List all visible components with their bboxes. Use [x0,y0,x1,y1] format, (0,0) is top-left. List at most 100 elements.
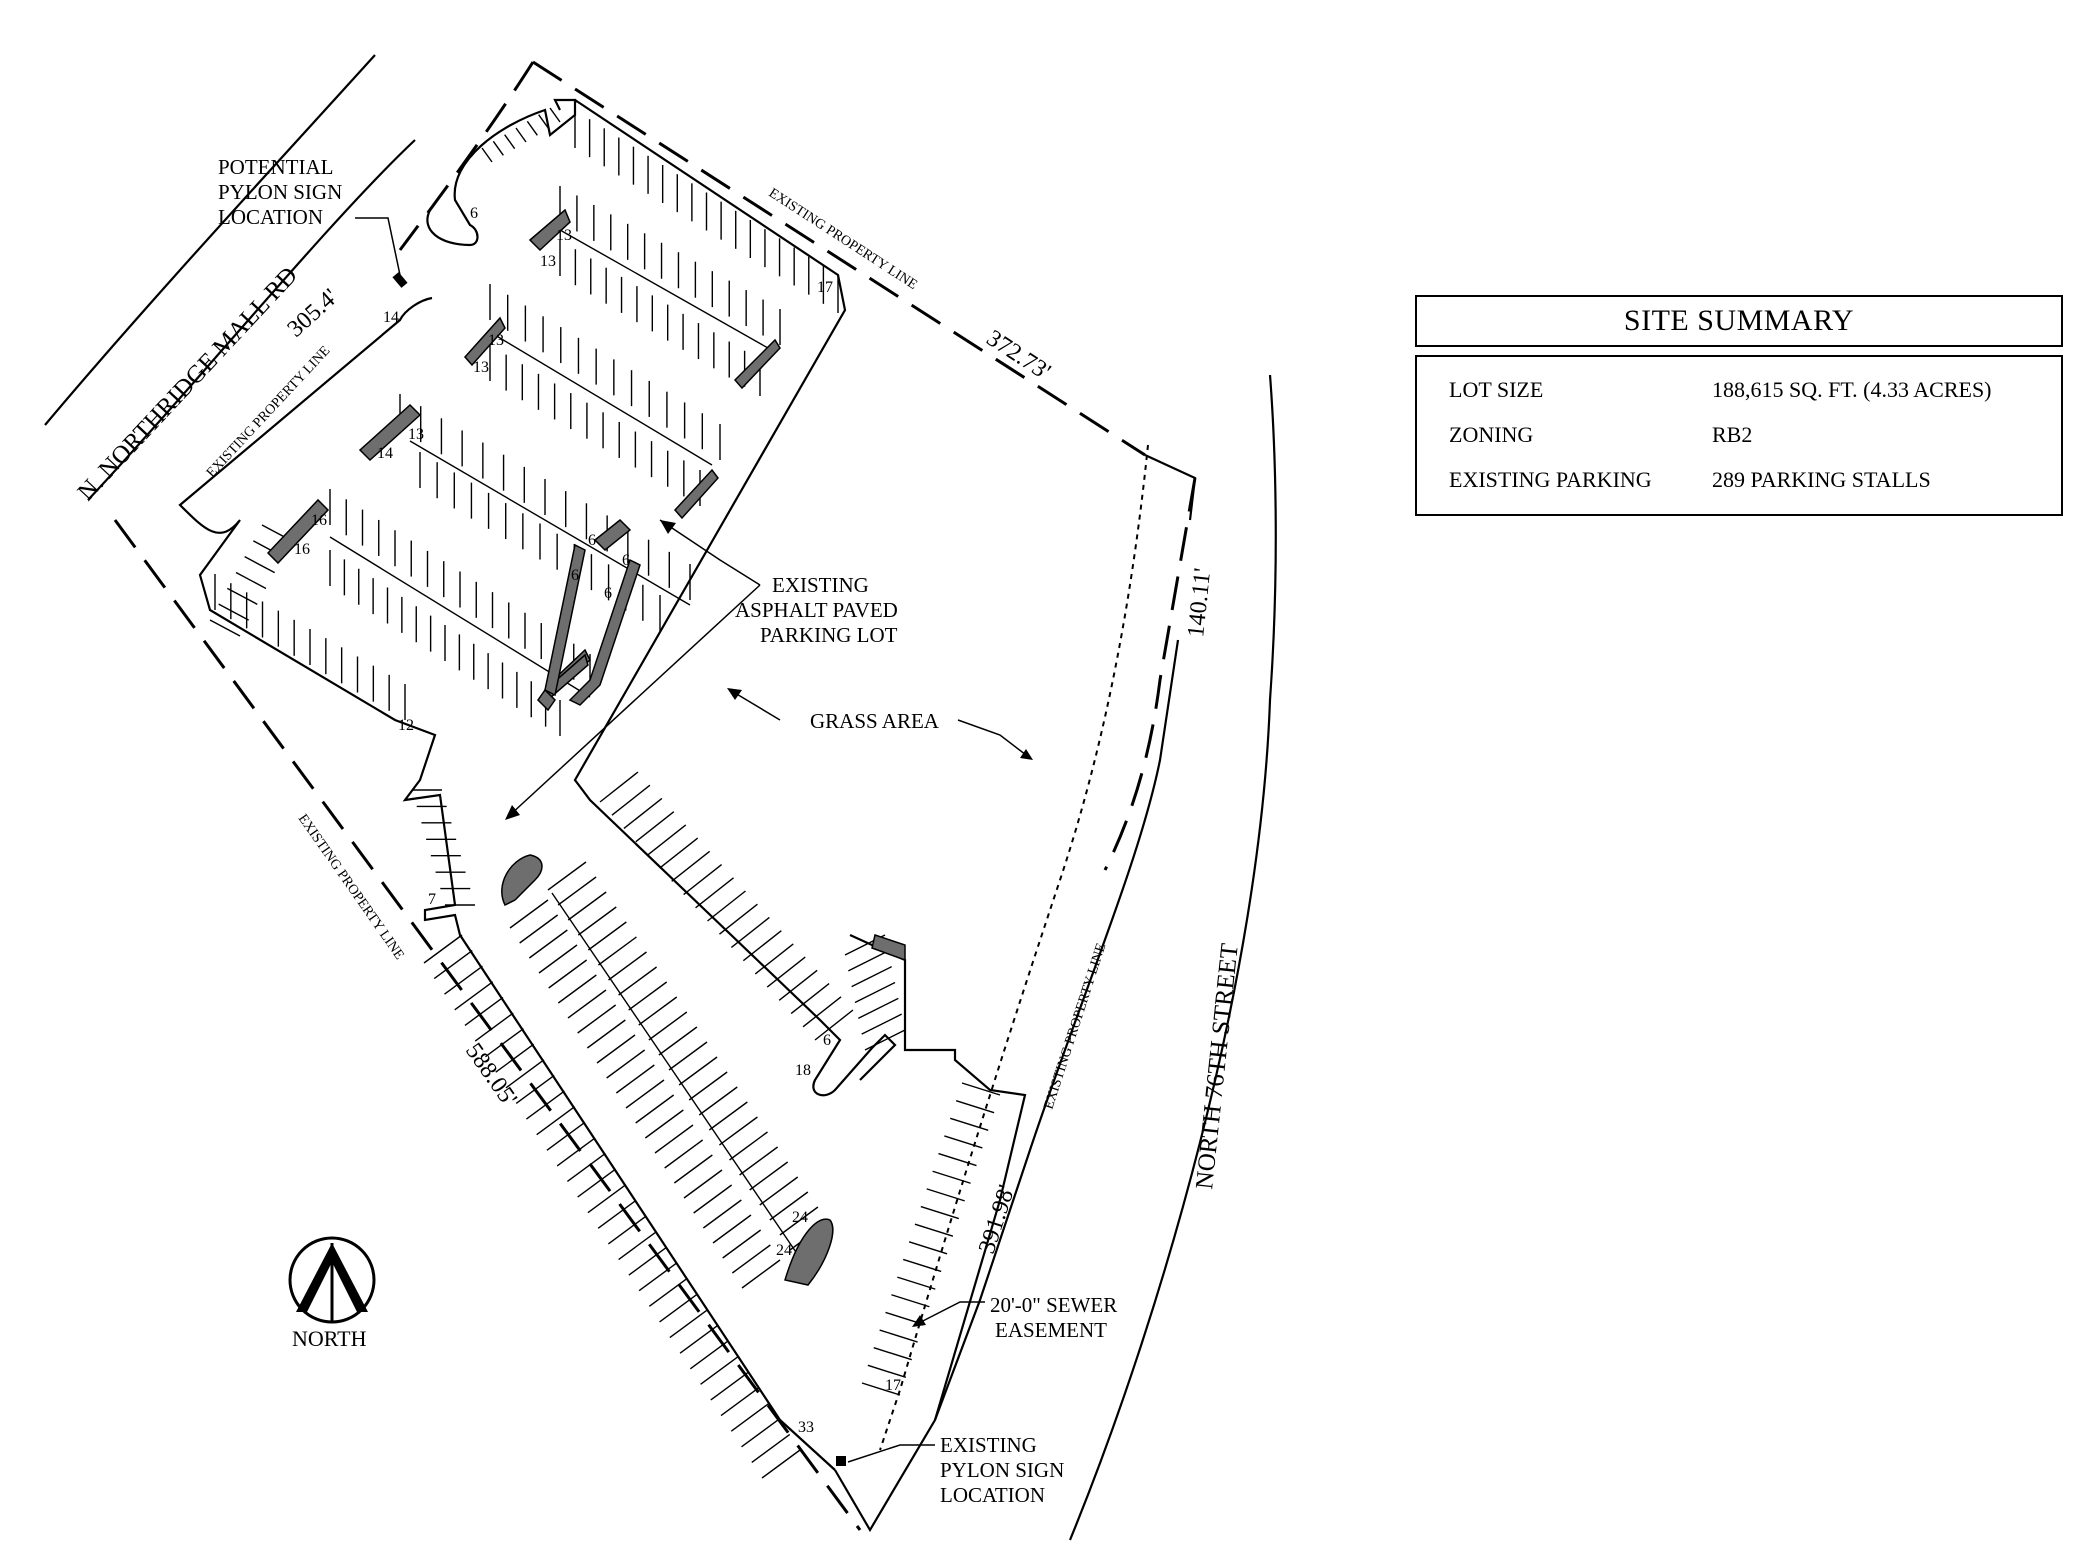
parking-stall-line [873,1347,912,1361]
parking-stall-line [664,1139,704,1169]
dimension-391: 391.98' [974,1182,1020,1257]
parking-stall-line [227,587,258,605]
parking-row-median [559,229,776,353]
svg-text:PYLON SIGN: PYLON SIGN [218,180,342,204]
parking-stall-line [504,134,516,150]
parking-stall-line [708,1101,748,1131]
parking-stall-line [567,989,607,1019]
parking-stall-line [538,944,578,974]
parking-stall-line [749,1161,789,1191]
stall-count: 16 [294,541,310,558]
stall-count: 7 [428,891,436,908]
parking-stall-line [474,1012,514,1042]
stall-count: 14 [383,309,399,326]
parking-stall-line [722,1229,762,1259]
summary-label: ZONING [1449,421,1534,447]
parking-stall-line [802,996,842,1028]
svg-text:20'-0" SEWER: 20'-0" SEWER [990,1293,1117,1317]
parking-stall-line [628,981,668,1011]
parking-stall-line [638,1262,678,1292]
road-label-northridge: N. NORTHRIDGE MALL RD [73,262,303,506]
parking-stall-line [854,981,896,1004]
dimension-588: 588.05' [460,1039,522,1112]
parking-stall-line [814,1009,854,1041]
parking-stall-line [729,1131,768,1161]
parking-stall-line [908,1241,948,1255]
parking-stall-line [761,1449,801,1479]
parking-stall-line [648,1011,688,1041]
northridge-road-curb-outer [44,54,376,426]
parking-stall-line [741,1259,781,1289]
svg-text:EASEMENT: EASEMENT [995,1318,1107,1342]
parking-stall-line [546,1121,586,1151]
parking-stall-line [515,127,527,143]
parking-stall-line [444,965,483,995]
parking-stall-line [647,824,687,856]
stall-count: 6 [604,585,612,602]
parking-stall-line [891,1294,930,1308]
parking-stall-line [851,966,892,988]
parking-stall-line [720,1387,760,1417]
property-line-east [1103,477,1197,871]
stall-count: 13 [556,227,572,244]
parking-stall-line [668,1041,708,1071]
parking-stall-line [955,1099,995,1114]
parking-stall-line [618,966,657,996]
parking-stall-line [659,1293,698,1323]
parking-stall-line [938,1152,977,1167]
property-line-west [113,519,862,1531]
stall-count: 17 [817,279,833,296]
parking-stall-line [689,1340,729,1370]
parking-stall-line [754,943,794,975]
dimension-372: 372.73' [982,325,1055,385]
stall-count: 13 [488,332,504,349]
parking-stall-line [858,997,899,1019]
svg-text:PARKING LOT: PARKING LOT [760,623,898,647]
summary-label: LOT SIZE [1449,376,1544,402]
north-arrow: NORTH [288,1236,376,1351]
parking-stall-line [731,1244,771,1274]
parking-stall-line [577,906,617,936]
northridge-road-curb-inner [87,139,416,501]
parking-stall-line [635,811,675,843]
parking-stall-line [654,1124,694,1154]
parking-stall-line [730,916,770,948]
parking-stall-line [671,850,711,882]
parking-stall-line [611,784,651,816]
parking-stall-line [567,891,607,921]
stall-count: 14 [377,445,393,462]
parking-stall-line [423,934,463,964]
summary-row-existing-parking: EXISTING PARKING 289 PARKING STALLS [1417,457,2061,502]
parking-stall-line [557,974,597,1004]
potential-pylon-sign-marker [392,272,408,288]
parking-stall-line [897,1276,936,1290]
parking-stall-line [557,876,597,906]
parking-stall-line [867,1364,907,1379]
parking-stall-line [625,1079,665,1109]
parking-row-median [329,536,591,698]
parking-stall-line [848,950,889,972]
parking-stall-line [932,1170,971,1184]
parking-stall-line [766,956,806,988]
existing-pylon-sign-note: EXISTING PYLON SIGN LOCATION [940,1433,1064,1507]
parking-lot-outline [178,98,1027,1471]
parking-stall-line [759,1176,799,1206]
parking-stall-line [538,114,550,130]
site-summary-table: SITE SUMMARY LOT SIZE 188,615 SQ. FT. (4… [1415,295,2063,516]
parking-stall-line [693,1184,733,1214]
parking-stall-line [790,983,830,1015]
parking-stall-line [673,1154,713,1184]
parking-stall-line [548,959,588,989]
stall-count: 18 [795,1062,811,1079]
parking-stall-line [209,619,241,637]
parking-stall-line [587,921,627,951]
parking-stall-line [688,1071,728,1101]
summary-label: EXISTING PARKING [1449,466,1652,492]
parking-stall-line [950,1117,989,1131]
stall-count: 33 [798,1419,814,1436]
parking-stall-line [547,861,587,891]
parking-stall-line [658,1026,698,1056]
parking-stall-line [700,1355,739,1385]
east-lot-edge [834,454,1197,1533]
